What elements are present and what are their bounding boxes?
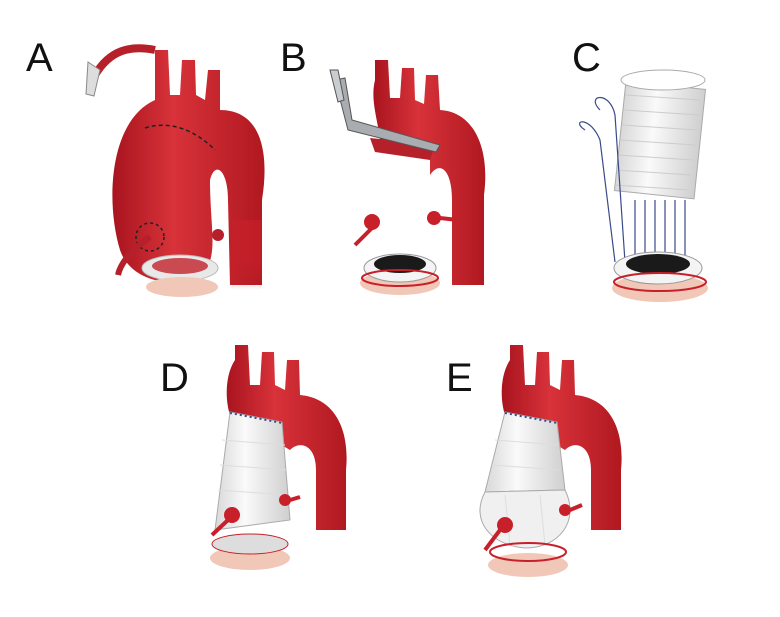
panel-label-b: B: [280, 36, 307, 80]
panel-label-c: C: [572, 36, 601, 80]
panel-e-graft-repair: [479, 345, 622, 577]
panel-label-e: E: [446, 356, 473, 400]
panel-label-d: D: [160, 356, 189, 400]
panel-a-aorta: [85, 44, 265, 297]
panel-d-graft-repair: [210, 345, 347, 570]
panel-label-a: A: [26, 36, 53, 80]
panel-c-graft: [579, 69, 708, 302]
panel-b-aorta: [329, 60, 486, 295]
